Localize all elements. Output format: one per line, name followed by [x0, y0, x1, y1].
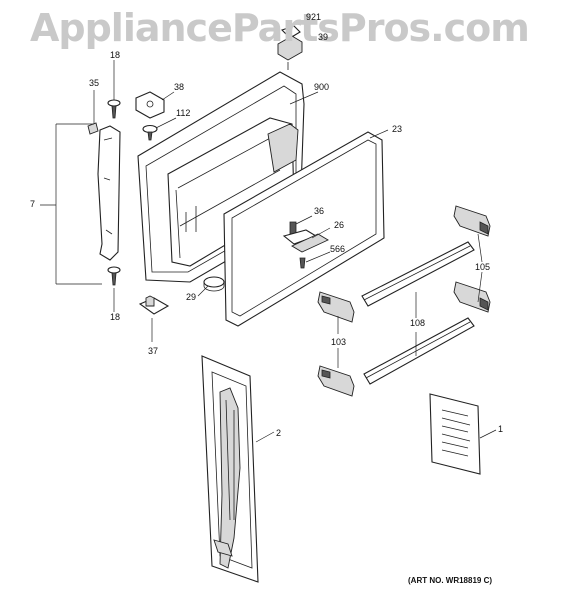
round-button-29-part	[203, 276, 225, 292]
handle-bracket-part	[97, 125, 121, 261]
end-cap-105-upper-part	[453, 205, 491, 237]
callout-7: 7	[30, 199, 36, 209]
screw-112-part	[142, 124, 158, 141]
cap-part	[87, 122, 99, 135]
rail-108-lower-part	[363, 317, 475, 385]
callout-38: 38	[174, 82, 185, 92]
callout-105: 105	[475, 262, 491, 272]
top-hinge-part	[277, 25, 303, 70]
manual-booklet-1-part	[429, 393, 481, 475]
end-cap-103-upper-part	[317, 291, 355, 323]
callout-36: 36	[314, 206, 325, 216]
callout-26: 26	[334, 220, 345, 230]
hinge-bracket-part	[135, 91, 165, 119]
callout-35: 35	[89, 78, 100, 88]
art-number-label: (ART NO. WR18819 C)	[408, 576, 493, 585]
callout-37: 37	[148, 346, 159, 356]
screw-bottom-part	[107, 266, 121, 286]
callout-108: 108	[410, 318, 426, 328]
callout-29: 29	[186, 292, 197, 302]
callout-921: 921	[306, 12, 322, 22]
gasket-23-part	[223, 131, 385, 327]
callout-900: 900	[314, 82, 330, 92]
callout-112: 112	[176, 108, 191, 118]
end-cap-103-lower-part	[317, 365, 355, 397]
door-panel-2-part	[201, 355, 259, 583]
callout-23: 23	[392, 124, 403, 134]
callout-18-bottom: 18	[110, 312, 121, 322]
rail-108-upper-part	[361, 241, 475, 307]
bottom-hinge-part	[138, 295, 170, 315]
callout-566: 566	[330, 244, 346, 254]
callout-39: 39	[318, 32, 329, 42]
callout-2: 2	[276, 428, 282, 438]
callout-103: 103	[331, 337, 347, 347]
screw-top-part	[107, 99, 121, 119]
leader-lines	[40, 22, 497, 443]
callout-18-top: 18	[110, 50, 121, 60]
callout-1: 1	[498, 424, 504, 434]
end-cap-105-lower-part	[453, 281, 491, 313]
